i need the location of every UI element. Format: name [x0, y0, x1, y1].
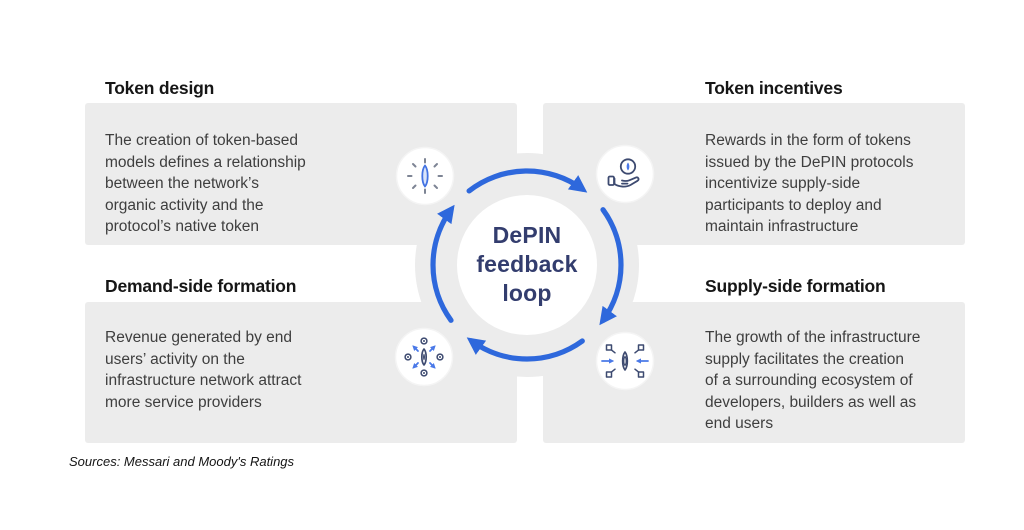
feedback-loop-arrows [430, 168, 624, 362]
token-incentives-body: Rewards in the form of tokens issued by … [705, 132, 914, 236]
hand-coin-icon [595, 144, 655, 204]
loop-arrow-bottom [466, 337, 585, 362]
demand-side-body: Revenue generated by end users’ activity… [105, 329, 302, 411]
network-distribution-icon [394, 327, 454, 387]
token-design-body: The creation of token-based models defin… [105, 132, 306, 236]
source-note: Sources: Messari and Moody's Ratings [69, 454, 295, 469]
loop-arrow-right [599, 207, 624, 326]
feedback-loop-core [457, 195, 597, 335]
loop-arrow-left [430, 204, 455, 323]
feedback-loop-diagram [394, 144, 655, 391]
network-aggregation-icon [595, 331, 655, 391]
feedback-loop-label: DePIN feedback loop [476, 222, 578, 306]
token-design-heading: Token design [105, 78, 215, 98]
token-incentives-heading: Token incentives [705, 78, 843, 98]
loop-arrow-top [466, 168, 588, 194]
sparkle-gem-icon [395, 146, 455, 206]
supply-side-body: The growth of the infrastructure supply … [705, 329, 921, 433]
demand-side-heading: Demand-side formation [105, 276, 297, 296]
supply-side-heading: Supply-side formation [705, 276, 886, 296]
